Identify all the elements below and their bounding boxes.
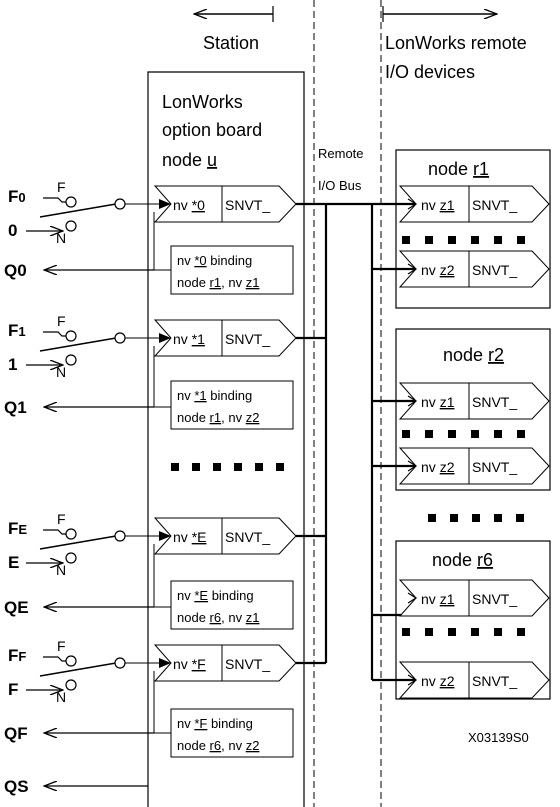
station-label: Station [203,33,259,53]
channel-0-switch-f: F [57,179,66,195]
channel-e: FE F E N nv *E SNVT_ nv *E binding node … [4,511,297,630]
channel-e-switch-f: F [57,511,66,527]
channel-e-input-label: E [8,553,19,572]
remote-node-r2-nv2: nv z2 [421,459,455,475]
remote-node-r1-nv2: nv z2 [421,262,455,278]
channel-f: FF F F N nv *F SNVT_ nv *F binding node … [4,638,297,758]
channel-f-output-label: QF [4,724,28,743]
channel-0-binding-line1: nv *0 binding [177,253,252,268]
qs-output-label: QS [4,777,29,796]
channel-1-snvt-label: SNVT_ [225,331,270,347]
channel-0: F0 F 0 N nv *0 SNVT_ nv *0 binding node … [4,179,297,295]
board-label-line3: node u [162,150,217,170]
remote-node-r2-snvt1: SNVT_ [472,394,517,410]
channel-e-nv-label: nv *E [173,529,206,545]
remote-node-r6-nv1: nv z1 [421,591,455,607]
channel-0-output-label: Q0 [4,261,27,280]
channel-0-switch-arm [39,203,117,218]
channel-e-snvt-label: SNVT_ [225,529,270,545]
channel-1-binding-box [170,380,294,430]
remote-devices-label-line2: I/O devices [385,62,475,82]
board-ellipsis [171,463,284,471]
remote-node-r2-ellipsis [402,430,525,438]
channel-0-snvt-label: SNVT_ [225,197,270,213]
channel-f-f-label: FF [8,646,26,665]
remote-node-r6-label: node r6 [432,550,493,570]
board-label-line2: option board [162,120,262,140]
channel-e-binding-box [170,580,294,630]
channel-e-switch-arm [39,535,117,550]
channel-f-switch-arm [39,662,117,677]
channel-0-binding-box [170,245,294,295]
channel-f-switch-n: N [56,689,66,705]
remote-node-r2: node r2 nv z1 SNVT_ nv z2 SNVT_ [395,328,551,491]
channel-e-output-label: QE [4,598,29,617]
channel-1-output-label: Q1 [4,398,27,417]
channel-1-binding-line1: nv *1 binding [177,388,252,403]
bus-label-line2: I/O Bus [318,178,362,193]
channel-f-snvt-label: SNVT_ [225,656,270,672]
remote-node-r1-nv1: nv z1 [421,197,455,213]
channel-f-input-label: F [8,680,18,699]
channel-e-binding-line1: nv *E binding [177,588,254,603]
channel-0-nv-label: nv *0 [173,197,205,213]
figure-id: X03139S0 [468,730,529,745]
remote-input-arrowheads [407,198,418,686]
remote-node-r2-snvt2: SNVT_ [472,459,517,475]
remote-node-r1-snvt1: SNVT_ [472,197,517,213]
remote-node-r2-label: node r2 [443,345,504,365]
remote-direction-arrow [382,6,497,22]
bus-label-line1: Remote [318,146,364,161]
station-direction-arrow [194,6,274,22]
channel-0-f-label: F0 [8,187,26,206]
channel-1: F1 F 1 N nv *1 SNVT_ nv *1 binding node … [4,313,297,430]
remote-node-r6-snvt1: SNVT_ [472,591,517,607]
channel-f-binding-line1: nv *F binding [177,716,253,731]
remote-node-r6: node r6 nv z1 SNVT_ nv z2 SNVT_ [395,540,551,700]
channel-1-switch-n: N [56,364,66,380]
channel-0-input-label: 0 [8,221,17,240]
channel-1-input-label: 1 [8,355,17,374]
remote-node-r6-nv2: nv z2 [421,673,455,689]
channel-e-f-label: FE [8,519,27,538]
channel-0-switch-n: N [56,230,66,246]
remote-node-r1-label: node r1 [428,159,489,179]
bus-wiring [296,202,418,682]
remote-node-r1-snvt2: SNVT_ [472,262,517,278]
remote-node-r1: node r1 nv z1 SNVT_ nv z2 SNVT_ [395,149,551,309]
channel-e-binding-line2: node r6, nv z1 [177,610,259,625]
channel-1-switch-f: F [57,313,66,329]
remote-node-r6-ellipsis [402,628,525,636]
channel-0-binding-line2: node r1, nv z1 [177,275,259,290]
channel-f-nv-label: nv *F [173,656,206,672]
remote-node-r2-nv1: nv z1 [421,394,455,410]
option-board-box [147,71,305,807]
channel-1-f-label: F1 [8,321,26,340]
channel-1-binding-line2: node r1, nv z2 [177,410,259,425]
remote-node-r6-snvt2: SNVT_ [472,673,517,689]
channel-1-switch-arm [39,337,117,352]
board-label-line1: LonWorks [162,92,243,112]
remote-nodes-ellipsis [428,514,524,522]
remote-devices-label-line1: LonWorks remote [385,33,527,53]
channel-f-binding-line2: node r6, nv z2 [177,738,259,753]
channel-1-nv-label: nv *1 [173,331,205,347]
channel-f-switch-f: F [57,638,66,654]
remote-node-r1-ellipsis [402,236,525,244]
channel-e-switch-n: N [56,562,66,578]
channel-f-binding-box [170,708,294,758]
